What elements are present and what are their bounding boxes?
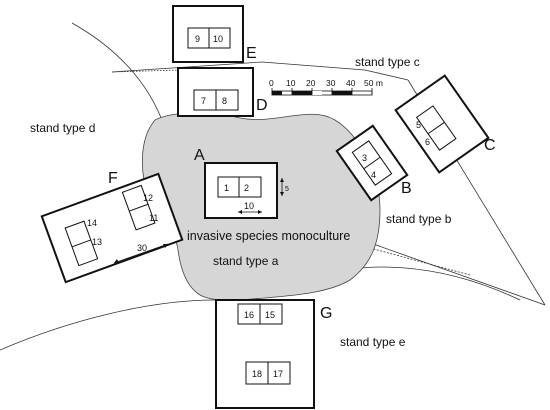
- plot-16: 16: [244, 310, 254, 320]
- plot-1: 1: [224, 183, 229, 193]
- scale-bar: 0 10 20 30 40 50 m: [269, 78, 383, 96]
- scale-tick-10: 10: [286, 78, 296, 88]
- plot-6: 6: [425, 137, 430, 147]
- plot-12: 12: [143, 193, 153, 203]
- site-label-c: C: [484, 137, 496, 154]
- plot-11: 11: [149, 213, 158, 223]
- plot-2: 2: [244, 183, 249, 193]
- site-f: [40, 172, 184, 284]
- transect-arrow: [113, 243, 169, 264]
- scale-tick-40: 40: [346, 78, 356, 88]
- plot-width-label: 10: [244, 201, 254, 211]
- plot-15: 15: [265, 310, 275, 320]
- scale-tick-30: 30: [326, 78, 336, 88]
- scale-tick-50: 50 m: [364, 78, 383, 88]
- plot-5: 5: [416, 120, 421, 130]
- site-d: 7 8 D: [177, 67, 268, 117]
- plot-3: 3: [362, 153, 367, 163]
- site-e: 9 10 E: [172, 5, 257, 63]
- stand-label-e: stand type e: [340, 335, 406, 349]
- site-c: [394, 74, 490, 174]
- scale-tick-0: 0: [269, 78, 274, 88]
- plot-9: 9: [195, 34, 200, 44]
- site-label-e: E: [246, 45, 257, 62]
- plot-8: 8: [222, 96, 227, 106]
- plot-10: 10: [213, 34, 223, 44]
- plot-height-label: 5: [285, 186, 289, 193]
- site-label-b: B: [401, 180, 412, 197]
- plot-13: 13: [92, 237, 102, 247]
- stand-label-a: stand type a: [213, 254, 279, 268]
- site-a: 1 2 A 10 5: [194, 147, 289, 219]
- plot-17: 17: [273, 369, 283, 379]
- stand-label-c: stand type c: [355, 55, 420, 69]
- boundary-top-left-dotted: [111, 69, 181, 73]
- boundary-e-left: [0, 299, 216, 351]
- site-label-f: F: [108, 170, 118, 187]
- scale-tick-20: 20: [306, 78, 316, 88]
- boundary-b-line: [369, 247, 471, 276]
- stand-label-b: stand type b: [386, 212, 452, 226]
- plot-7: 7: [201, 96, 206, 106]
- plot-18: 18: [252, 369, 262, 379]
- boundary-b-line2: [361, 239, 546, 306]
- site-label-a: A: [194, 147, 205, 164]
- stand-label-d: stand type d: [30, 121, 95, 135]
- transect-length-label: 30: [137, 243, 147, 253]
- site-b: [335, 124, 409, 202]
- site-label-d: D: [256, 97, 268, 114]
- site-label-g: G: [320, 305, 332, 322]
- site-g: 16 15 18 17 G: [215, 299, 332, 409]
- plot-4: 4: [371, 170, 376, 180]
- plot-14: 14: [87, 218, 97, 228]
- monoculture-label: invasive species monoculture: [187, 229, 350, 243]
- boundary-left-arc: [71, 22, 166, 129]
